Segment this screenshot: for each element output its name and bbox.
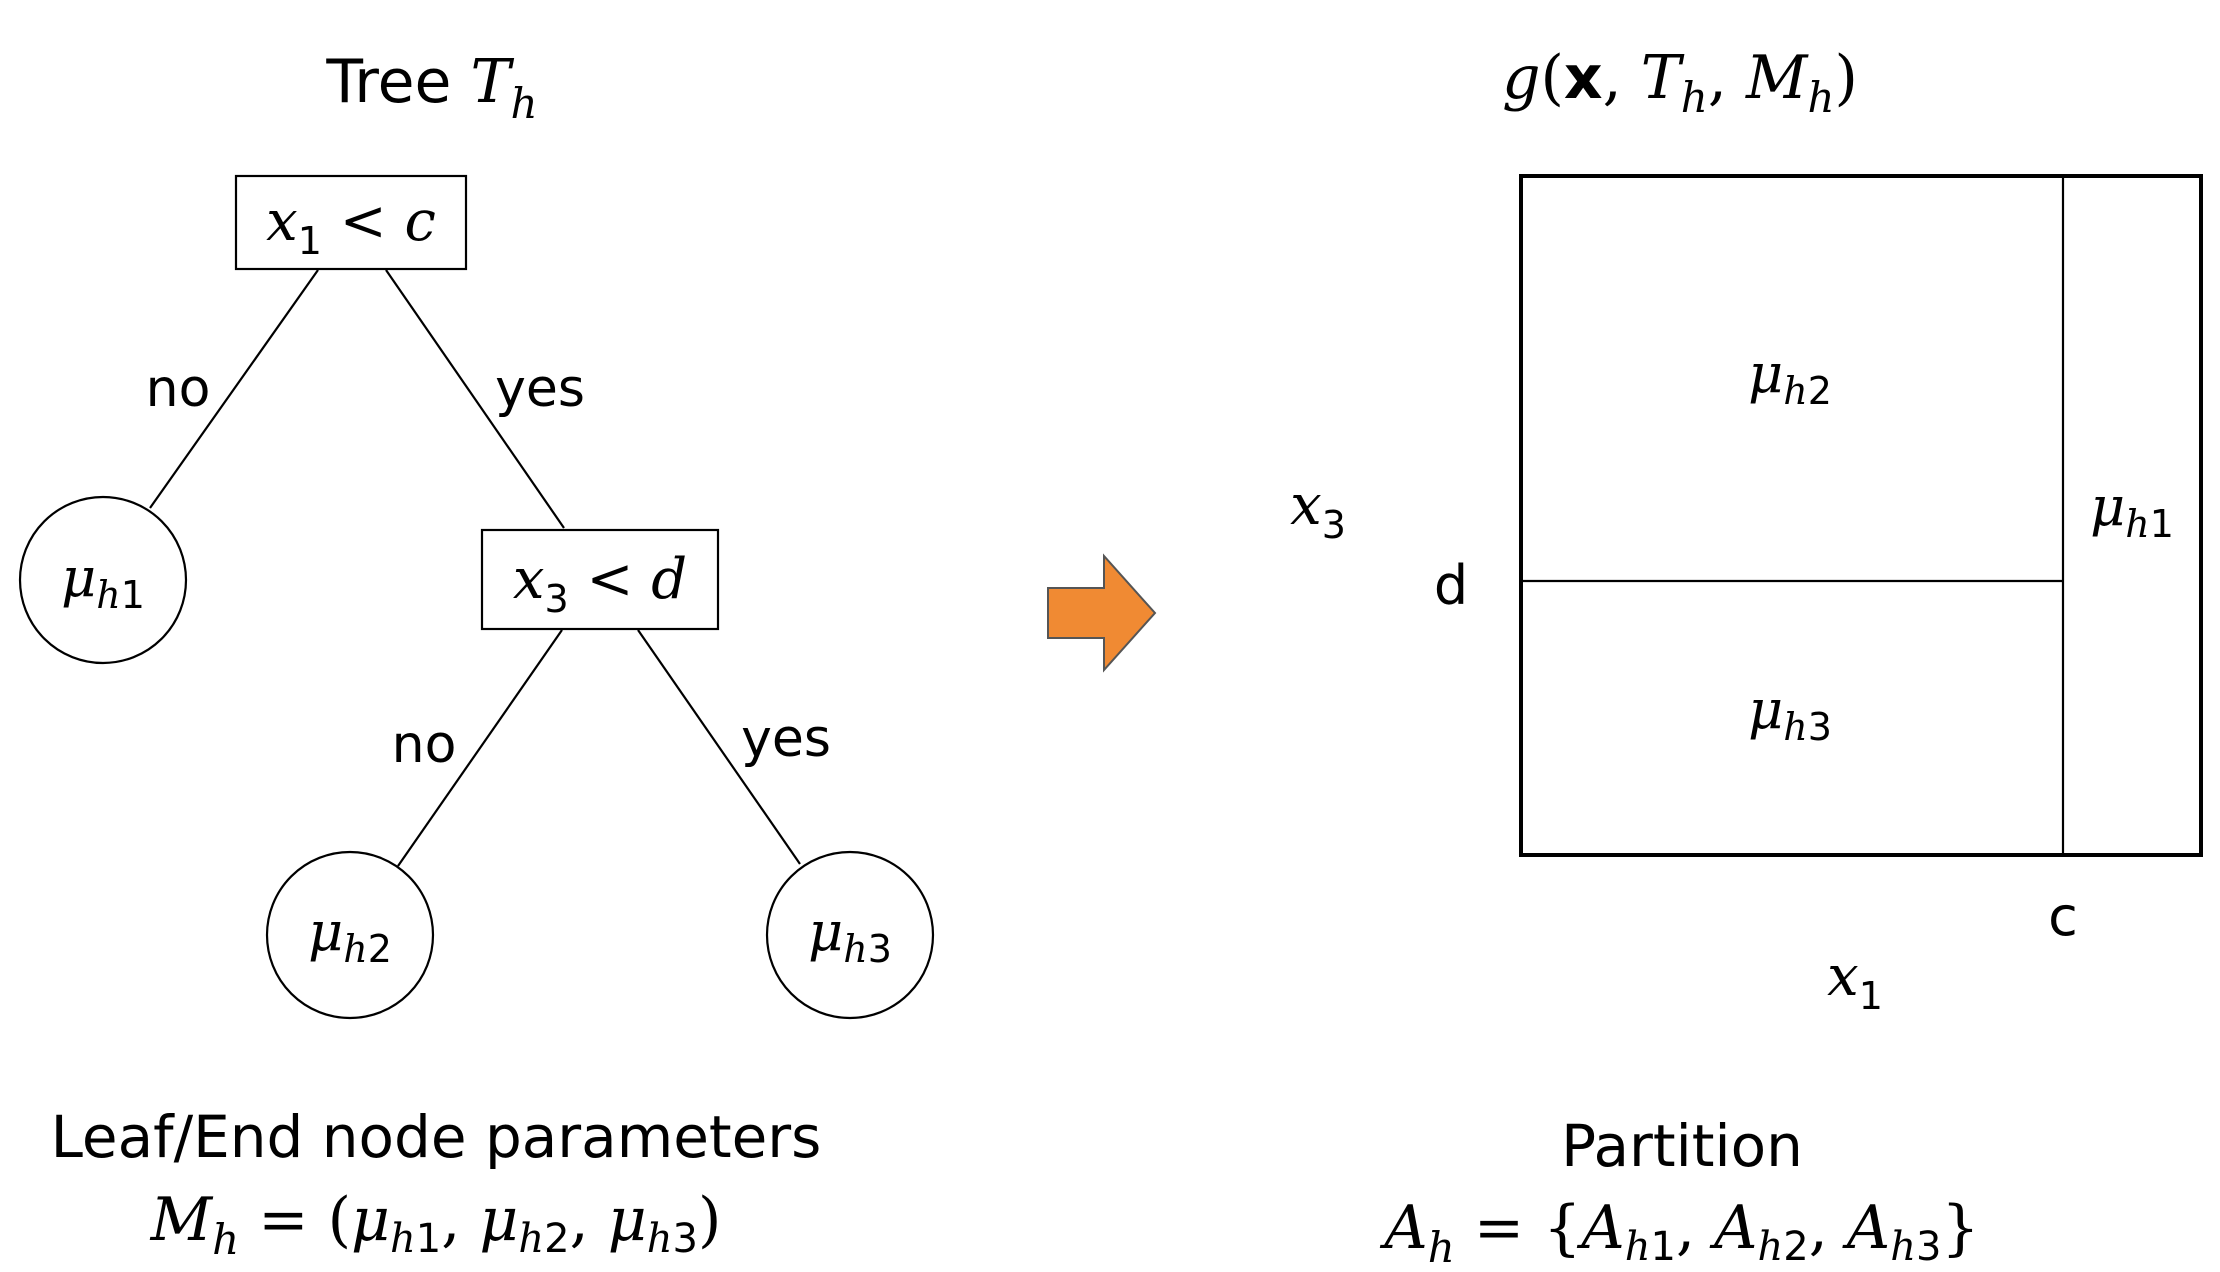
- edge-label-split2-no: no: [392, 715, 457, 775]
- partition-title: g(x, Th, Mh): [1502, 43, 1858, 122]
- leaf-node-3: [765, 850, 935, 1020]
- partition-square: [1519, 174, 2203, 857]
- partition-caption-line1: Partition: [1561, 1112, 1803, 1180]
- edge-root-right: [385, 269, 565, 529]
- split2-label: x3 < d: [513, 547, 687, 621]
- leaf-node-1-label: μh1: [61, 546, 145, 617]
- leaf-node-1: [18, 495, 188, 665]
- root-split-label: x1 < c: [266, 189, 436, 263]
- transform-arrow-icon: [1047, 553, 1157, 673]
- edge-split2-right: [637, 629, 801, 865]
- leaf-node-2-label: μh2: [308, 900, 392, 971]
- edge-label-root-yes: yes: [495, 359, 585, 419]
- y-axis-label: x3: [1290, 473, 1346, 547]
- x-split-label: c: [2048, 885, 2078, 948]
- edge-root-left: [149, 269, 319, 509]
- region-bottom-left-label: μh3: [1748, 678, 1832, 749]
- edge-label-root-no: no: [146, 359, 211, 419]
- tree-panel: Tree Th no yes no yes x1 < c x3 < d μh1 …: [18, 47, 935, 1264]
- region-top-left-label: μh2: [1748, 342, 1832, 413]
- y-split-label: d: [1434, 554, 1468, 617]
- edge-label-split2-yes: yes: [741, 709, 831, 769]
- partition-panel: g(x, Th, Mh) μh2 μh3 μh1 x3 d c x1 Parti…: [1290, 43, 2203, 1272]
- leaf-node-2: [265, 850, 435, 1020]
- x-axis-label: x1: [1827, 944, 1883, 1018]
- partition-caption-line2: Ah = {Ah1, Ah2, Ah3}: [1379, 1193, 1979, 1272]
- tree-caption-line2: Mh = (μh1, μh2, μh3): [150, 1185, 722, 1264]
- edge-split2-left: [397, 629, 563, 867]
- root-split-node: [234, 174, 468, 271]
- tree-title: Tree Th: [325, 47, 537, 128]
- leaf-node-3-label: μh3: [808, 900, 892, 971]
- region-right-label: μh1: [2090, 475, 2174, 546]
- tree-caption-line1: Leaf/End node parameters: [51, 1103, 822, 1171]
- split2-node: [480, 528, 720, 631]
